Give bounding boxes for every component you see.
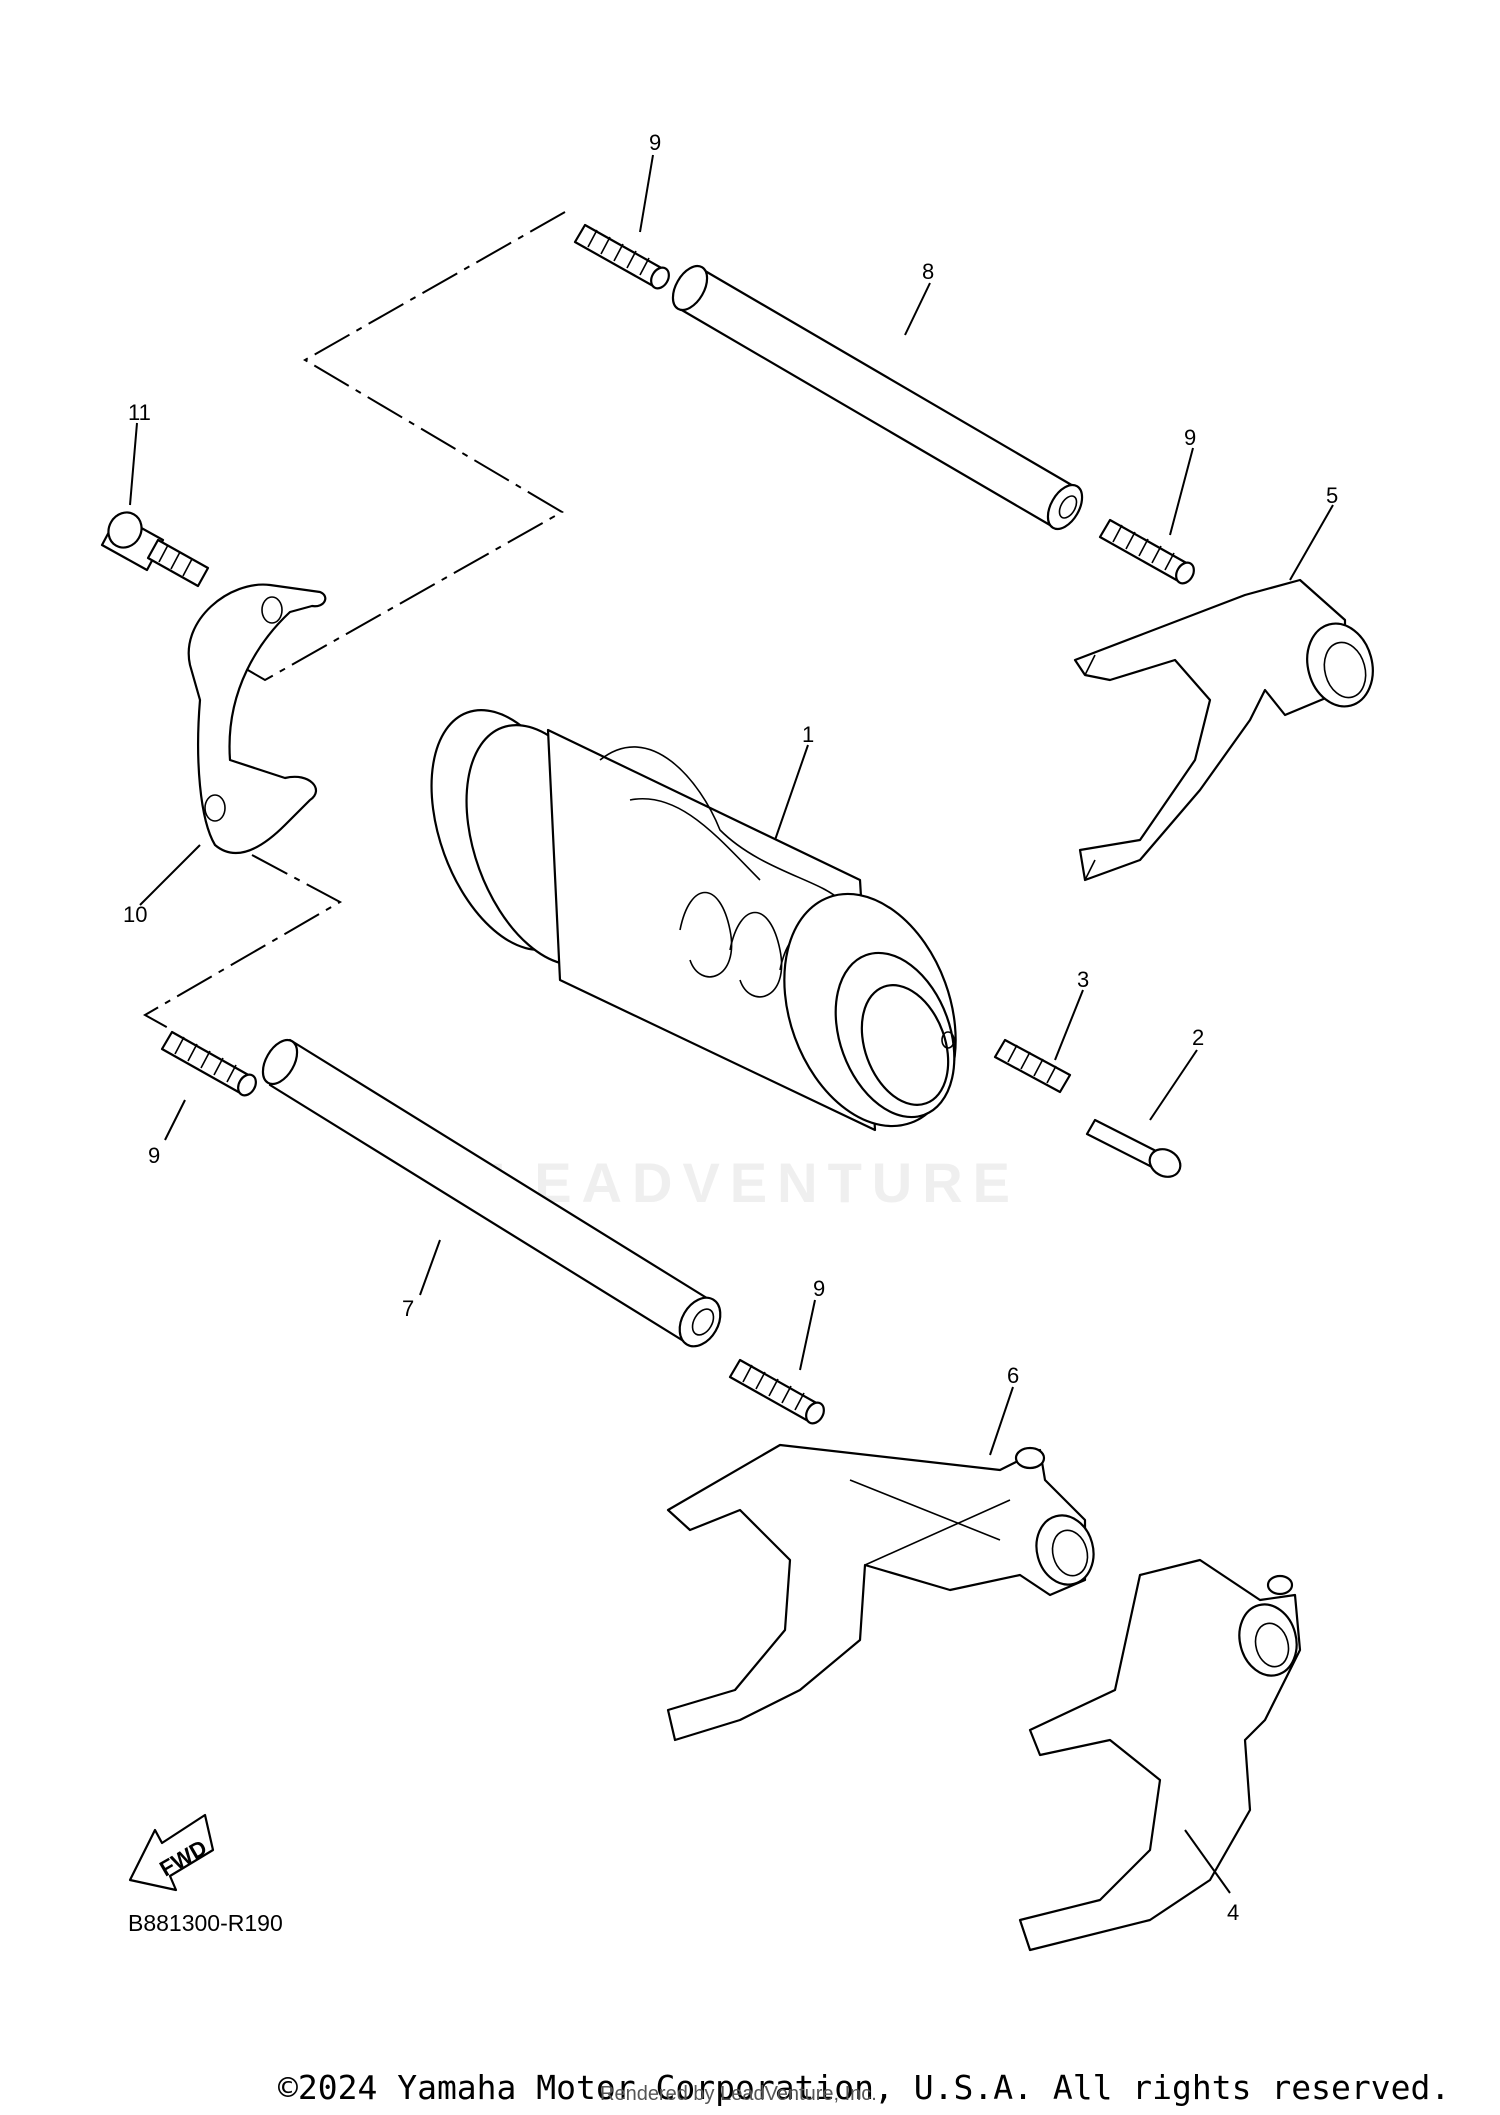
callout-11: 11	[128, 400, 151, 425]
shift-fork-5[interactable]	[1073, 578, 1382, 882]
callout-5: 5	[1326, 483, 1338, 508]
callout-9-top: 9	[649, 130, 661, 155]
shift-fork-4[interactable]	[1018, 1558, 1304, 1952]
assembly-line-upper	[221, 211, 566, 682]
callout-8: 8	[922, 259, 934, 284]
callout-7: 7	[402, 1296, 414, 1321]
spring-9-top[interactable]	[573, 223, 672, 292]
fwd-arrow-icon: FWD	[128, 1813, 215, 1892]
spring-9-right[interactable]	[1098, 518, 1197, 587]
shift-fork-guide-bar-8[interactable]	[666, 260, 1089, 535]
spring-3[interactable]	[993, 1038, 1072, 1094]
callout-3: 3	[1077, 967, 1089, 992]
diagram-code: B881300-R190	[128, 1910, 283, 1936]
callout-4: 4	[1227, 1900, 1239, 1925]
callout-1: 1	[802, 722, 814, 747]
spring-9-center[interactable]	[728, 1358, 827, 1427]
pin-2[interactable]	[1085, 1118, 1185, 1182]
callout-9-center: 9	[813, 1276, 825, 1301]
callout-9-left: 9	[148, 1143, 160, 1168]
watermark: LEADVENTURE	[490, 1151, 1021, 1214]
callout-10: 10	[123, 902, 147, 927]
spring-9-left[interactable]	[160, 1030, 259, 1099]
copyright-notice: ©2024 Yamaha Motor Corporation, U.S.A. A…	[278, 2068, 1451, 2107]
shift-fork-6[interactable]	[666, 1443, 1101, 1742]
rendered-by-notice: Rendered by LeadVenture, Inc.	[600, 2083, 877, 2105]
callout-9-right: 9	[1184, 425, 1196, 450]
stopper-plate-10[interactable]	[187, 583, 327, 855]
bolt-11[interactable]	[100, 506, 210, 588]
callout-6: 6	[1007, 1363, 1019, 1388]
assembly-line-lower	[142, 854, 343, 1031]
shift-fork-guide-bar-7[interactable]	[256, 1034, 729, 1353]
callout-2: 2	[1192, 1025, 1204, 1050]
shift-drum-1[interactable]	[401, 689, 986, 1151]
leader-lines	[129, 154, 1334, 1894]
